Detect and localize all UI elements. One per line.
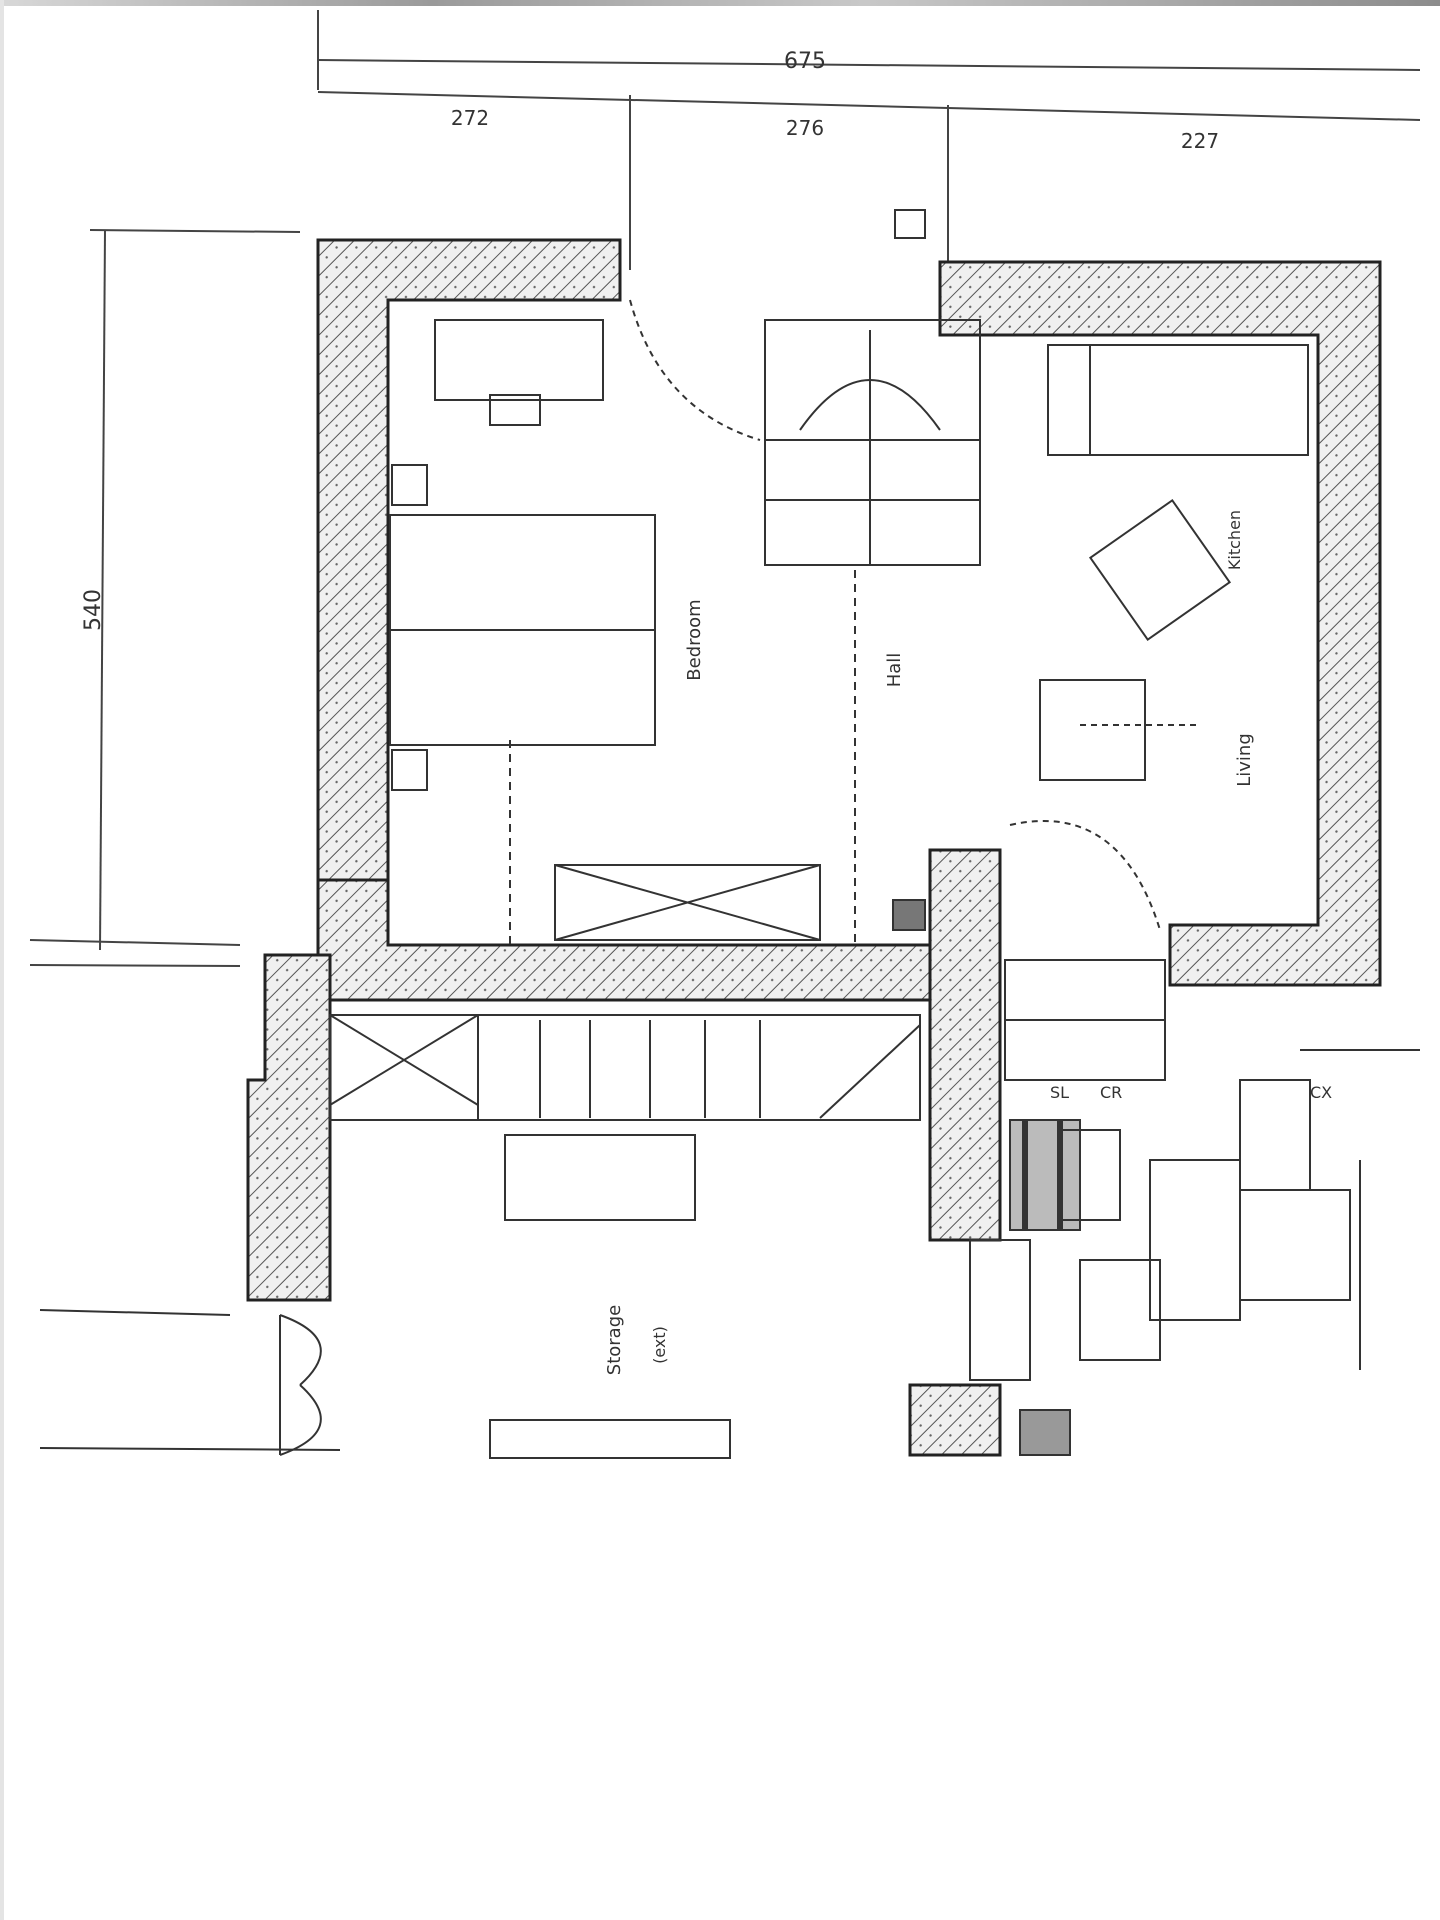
dim-segment-3: 227 <box>1181 129 1219 153</box>
nightstand-top <box>391 464 428 506</box>
stair-run <box>329 1014 921 1121</box>
flue-bottom <box>892 899 926 931</box>
nightstand-bottom <box>391 749 428 791</box>
wall-lower-east <box>908 1383 1002 1457</box>
scan-top-edge <box>0 0 1440 6</box>
chair <box>489 394 541 426</box>
room-labels: Bedroom Hall Living Kitchen Storage (ext… <box>604 510 1255 1375</box>
annotation-cx: CX <box>1310 1083 1332 1102</box>
armchair-rotated <box>1088 498 1232 642</box>
wall-north-east <box>938 260 1382 987</box>
cabinet <box>504 1134 696 1221</box>
annotations: SL CR CX <box>1050 1083 1332 1102</box>
bench-bottom <box>489 1419 731 1459</box>
spiral-stair <box>764 319 981 566</box>
dim-overall-height: 540 <box>81 589 106 631</box>
annotation-cr: CR <box>1100 1083 1122 1102</box>
door-bottom <box>279 1314 322 1456</box>
furniture <box>39 209 1420 1459</box>
door-swing-top <box>629 299 761 441</box>
door-swing-right <box>1009 820 1161 931</box>
table <box>1039 679 1146 781</box>
wardrobe <box>554 864 821 941</box>
flue-top <box>894 209 926 239</box>
annotation-sl: SL <box>1050 1083 1069 1102</box>
dim-overall-width: 675 <box>784 49 826 74</box>
room-label-storage-sub: (ext) <box>650 1326 669 1364</box>
stonework <box>969 959 1420 1456</box>
scan-left-edge <box>0 0 4 1920</box>
sofa <box>1047 344 1309 456</box>
room-label-hall: Hall <box>884 653 905 688</box>
walls <box>246 238 1382 1457</box>
wall-north-west <box>316 238 622 942</box>
wall-lower-west <box>246 953 332 1302</box>
dim-segment-1: 272 <box>451 106 489 130</box>
room-label-kitchen: Kitchen <box>1225 510 1244 570</box>
dim-segment-2: 276 <box>786 116 824 140</box>
room-label-bedroom: Bedroom <box>684 599 705 680</box>
desk <box>434 319 604 401</box>
wall-partition <box>928 848 1002 1242</box>
room-label-living: Living <box>1234 733 1255 787</box>
dimension-lines <box>29 10 1421 967</box>
dimension-labels: 675 272 276 227 540 <box>81 49 1219 631</box>
room-label-storage: Storage <box>604 1305 625 1375</box>
